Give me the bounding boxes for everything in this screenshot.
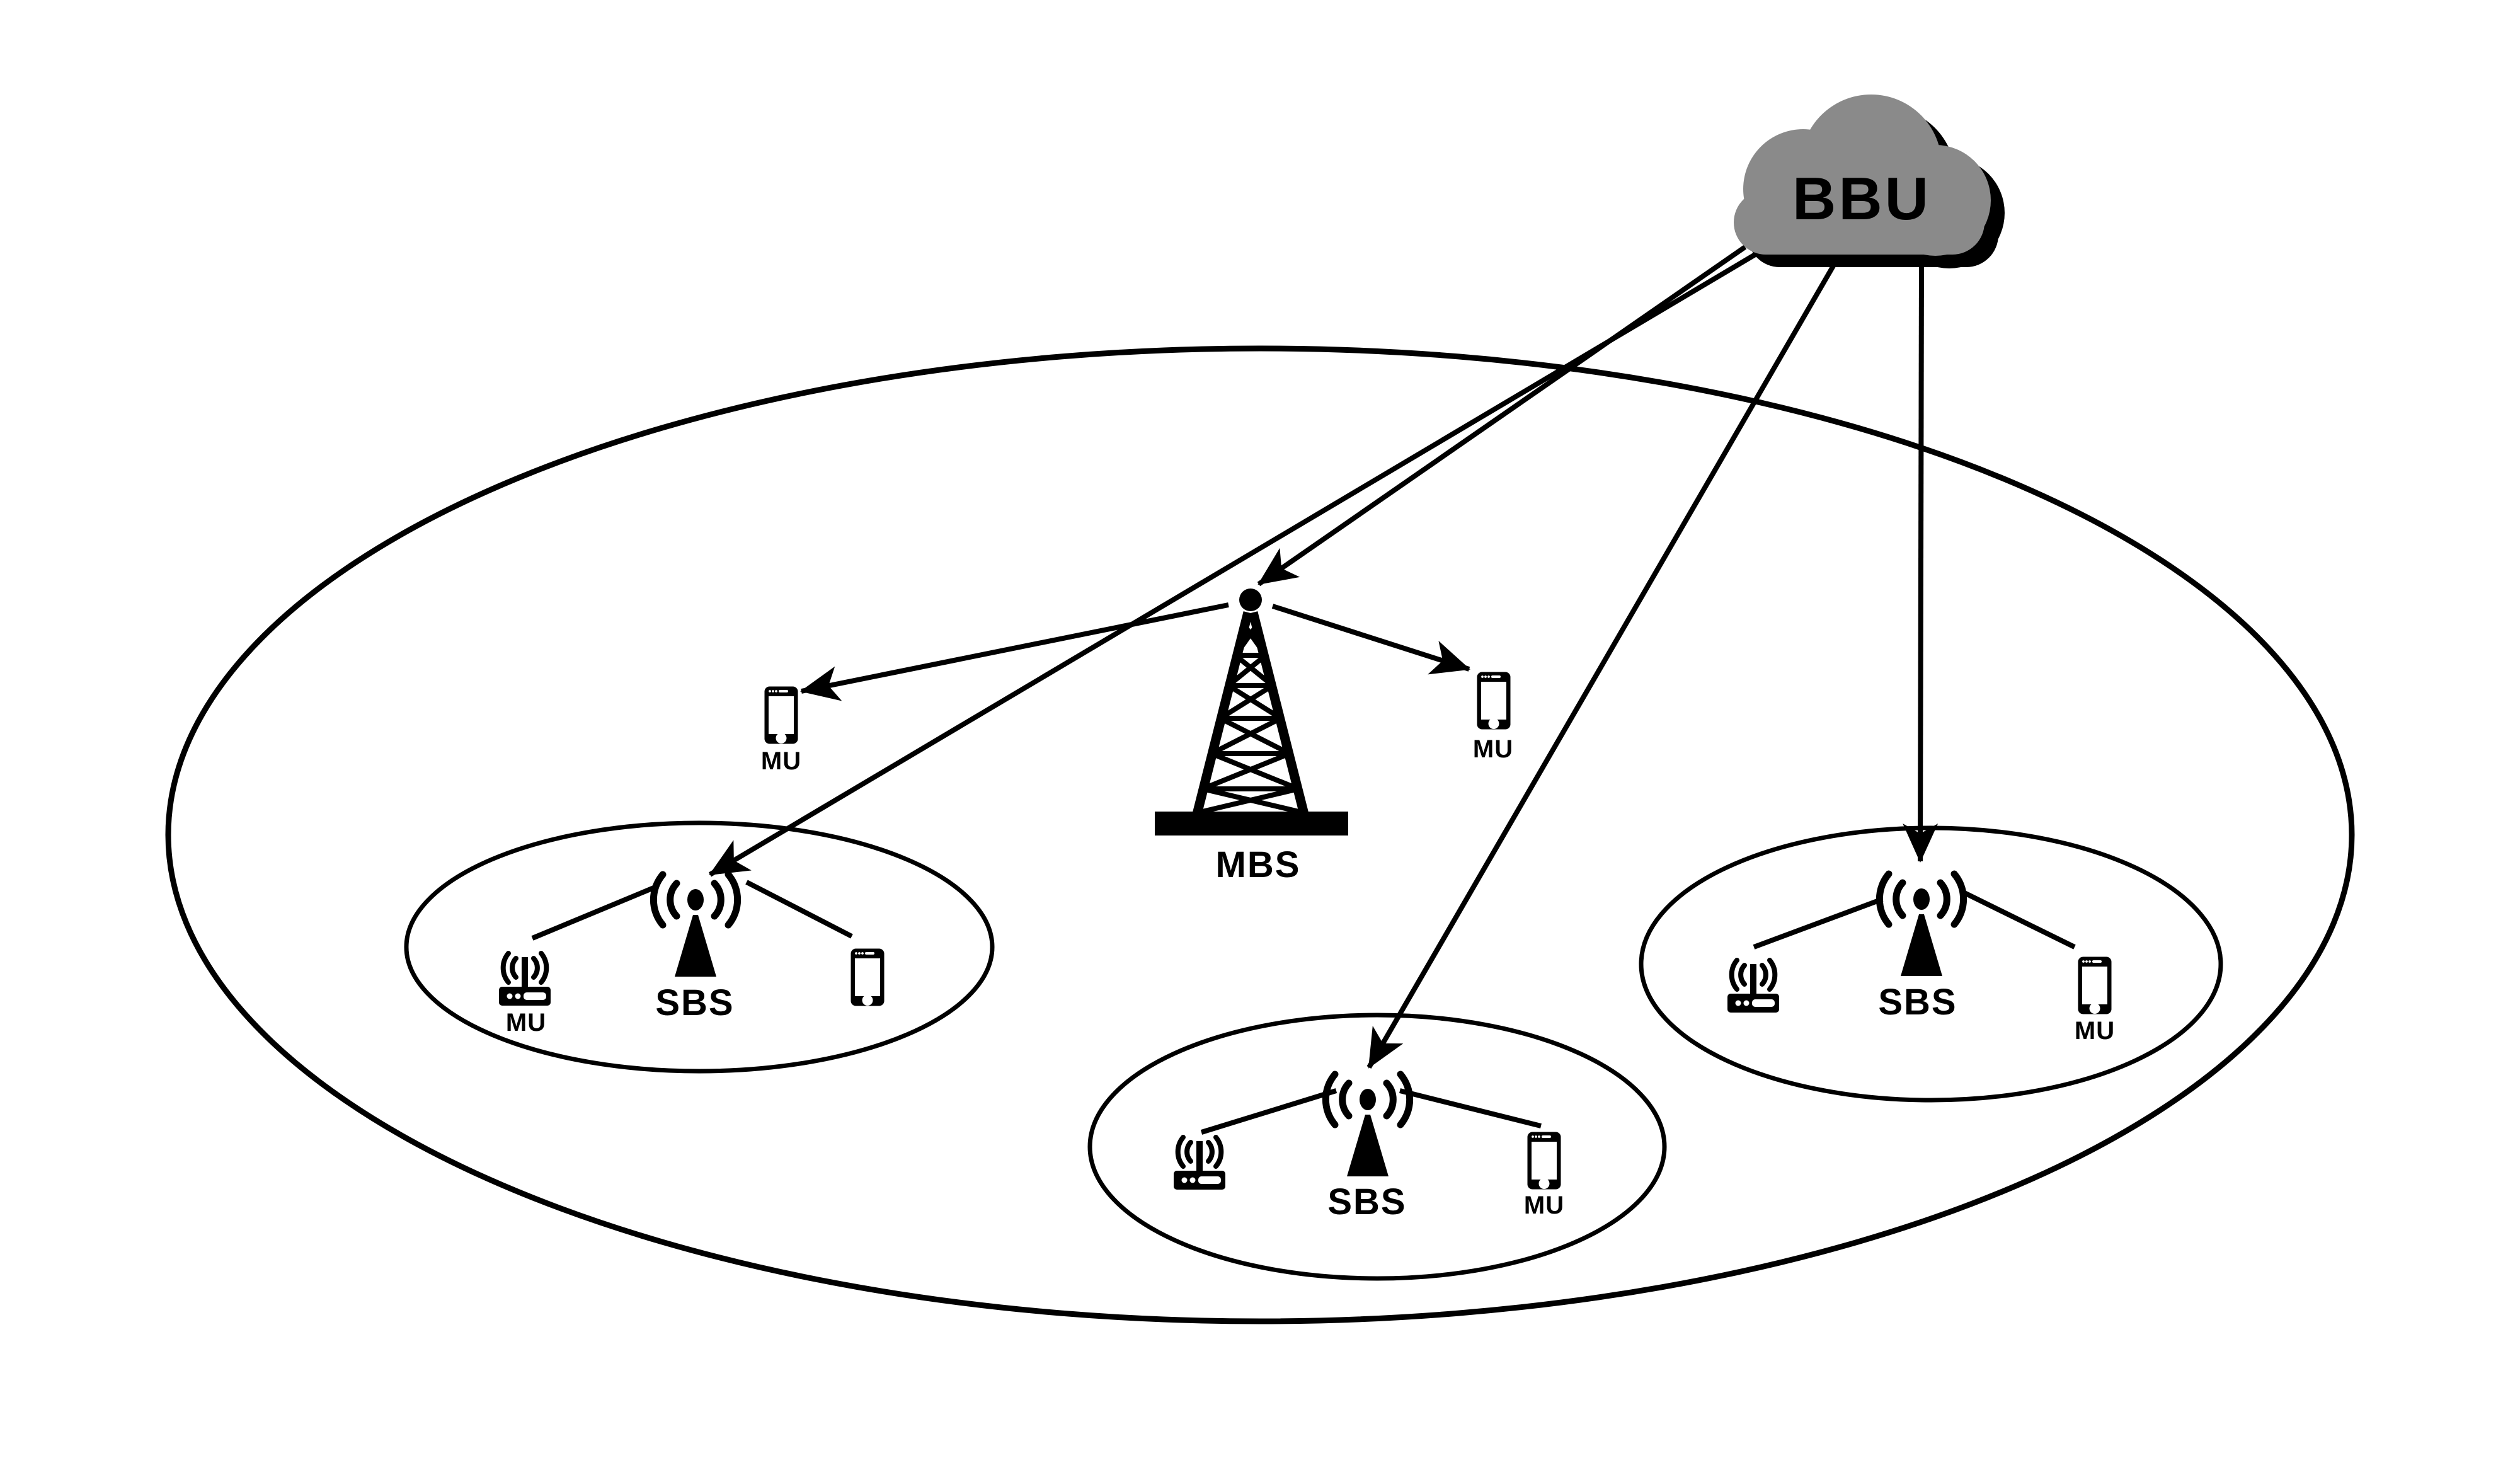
bbu-label: BBU	[1792, 165, 1931, 233]
mu-label-cell-left-router: MU	[506, 1009, 546, 1036]
mu-label-cell-right-phone: MU	[2075, 1017, 2115, 1045]
sbs-antenna-icon-left	[653, 875, 737, 977]
macro-cell-boundary	[165, 345, 2355, 1324]
mu-label-macro-left: MU	[761, 747, 801, 775]
link-bbu-right-sbs	[1903, 265, 1939, 863]
link-left-sbs-router	[531, 885, 656, 941]
smartphone-icon-cell-right	[2078, 956, 2112, 1014]
bbu-cloud: BBU	[1734, 95, 2005, 268]
wifi-router-icon-middle	[1174, 1137, 1225, 1190]
sbs-label-left: SBS	[655, 982, 734, 1023]
smartphone-icon-cell-middle	[1527, 1132, 1561, 1190]
link-mbs-left-mu	[800, 602, 1229, 701]
link-bbu-mbs	[1257, 244, 1747, 587]
mbs-label: MBS	[1216, 844, 1301, 885]
small-cell-middle-boundary	[1087, 1013, 1667, 1281]
link-middle-sbs-router	[1200, 1088, 1337, 1135]
smartphone-icon-macro-right	[1477, 672, 1511, 730]
sbs-label-middle: SBS	[1327, 1181, 1406, 1222]
link-bbu-left-sbs	[708, 252, 1757, 877]
link-right-sbs-phone	[1961, 889, 2076, 950]
small-cell-left-boundary	[404, 820, 995, 1074]
link-right-sbs-router	[1753, 897, 1884, 950]
link-middle-sbs-phone	[1399, 1088, 1542, 1128]
smartphone-icon-macro-left	[764, 686, 798, 744]
link-left-sbs-phone	[745, 880, 853, 939]
link-bbu-middle-sbs	[1366, 264, 1836, 1069]
sbs-antenna-icon-right	[1879, 874, 1963, 976]
smartphone-icon-cell-left	[850, 948, 885, 1006]
sbs-antenna-icon-middle	[1326, 1074, 1409, 1176]
mu-label-cell-middle-phone: MU	[1524, 1192, 1564, 1219]
link-mbs-right-mu	[1271, 604, 1470, 675]
cloud-body	[1734, 95, 1991, 256]
wifi-router-icon-left	[499, 953, 551, 1006]
mbs-tower-icon	[1155, 589, 1348, 835]
sbs-label-right: SBS	[1878, 982, 1957, 1023]
mu-label-macro-right: MU	[1473, 735, 1513, 763]
wifi-router-icon-right	[1727, 960, 1779, 1013]
